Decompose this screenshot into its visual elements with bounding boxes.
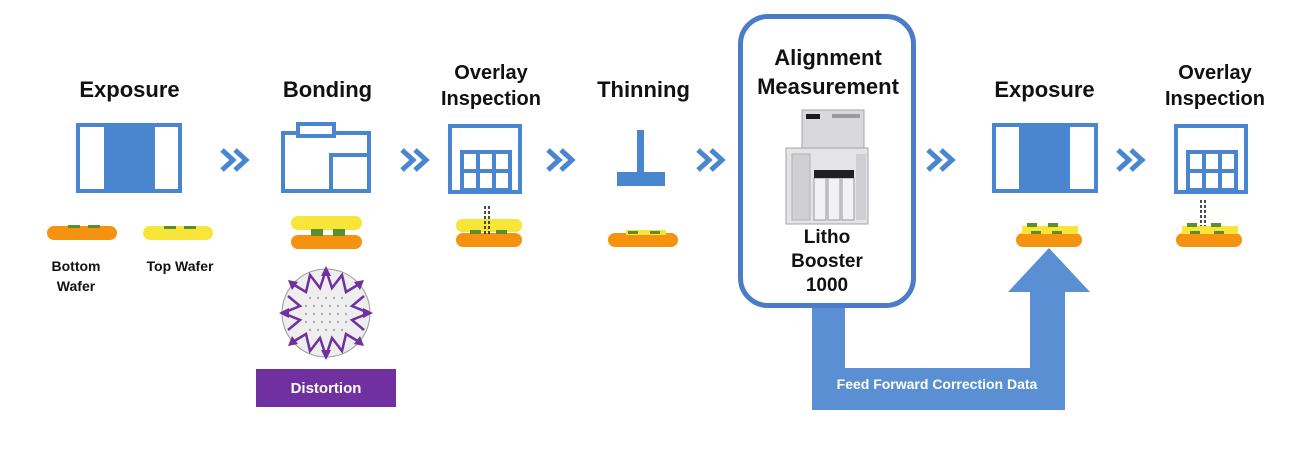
step-title-overlay-inspection: Overlay Inspection (440, 62, 541, 110)
step-title-bonding: Bonding (282, 77, 373, 102)
chevron-right-icon (1116, 148, 1146, 172)
step-title-thinning: Thinning (597, 77, 690, 102)
step-title-alignment-measurement: Alignment Measurement (757, 45, 899, 99)
thinned-wafer-icon (608, 230, 678, 247)
inspected-wafer-icon (1176, 200, 1242, 247)
litho-booster-machine-image (785, 109, 869, 225)
top-wafer-icon (143, 226, 213, 240)
bonded-wafer-icon (291, 216, 362, 249)
inspected-wafer-icon (456, 206, 522, 247)
feed-forward-label: Feed Forward Correction Data (836, 376, 1038, 392)
exposure-icon (76, 123, 182, 193)
top-wafer-label: Top Wafer (146, 258, 214, 274)
chevron-right-icon (400, 148, 430, 172)
distortion-icon (279, 266, 373, 360)
bottom-wafer-label: Bottom Wafer (51, 258, 101, 294)
bottom-wafer-icon (47, 225, 117, 240)
chevron-right-icon (220, 148, 250, 172)
overlay-inspection-icon (448, 124, 522, 194)
chevron-right-icon (696, 148, 726, 172)
step-title-exposure-2: Exposure (994, 77, 1095, 102)
step-title-overlay-inspection-2: Overlay Inspection (1164, 62, 1265, 110)
step-title-exposure: Exposure (79, 77, 180, 102)
overlay-inspection-icon (1174, 124, 1248, 194)
chevron-right-icon (546, 148, 576, 172)
tool-name: Litho Booster 1000 (791, 227, 863, 296)
exposure-icon (992, 123, 1098, 193)
feed-forward-path (812, 248, 1090, 410)
distortion-label: Distortion (256, 369, 396, 407)
bonding-icon (281, 122, 371, 193)
chevron-right-icon (926, 148, 956, 172)
thinning-icon (617, 130, 665, 186)
exposed-wafer-icon (1016, 223, 1082, 247)
